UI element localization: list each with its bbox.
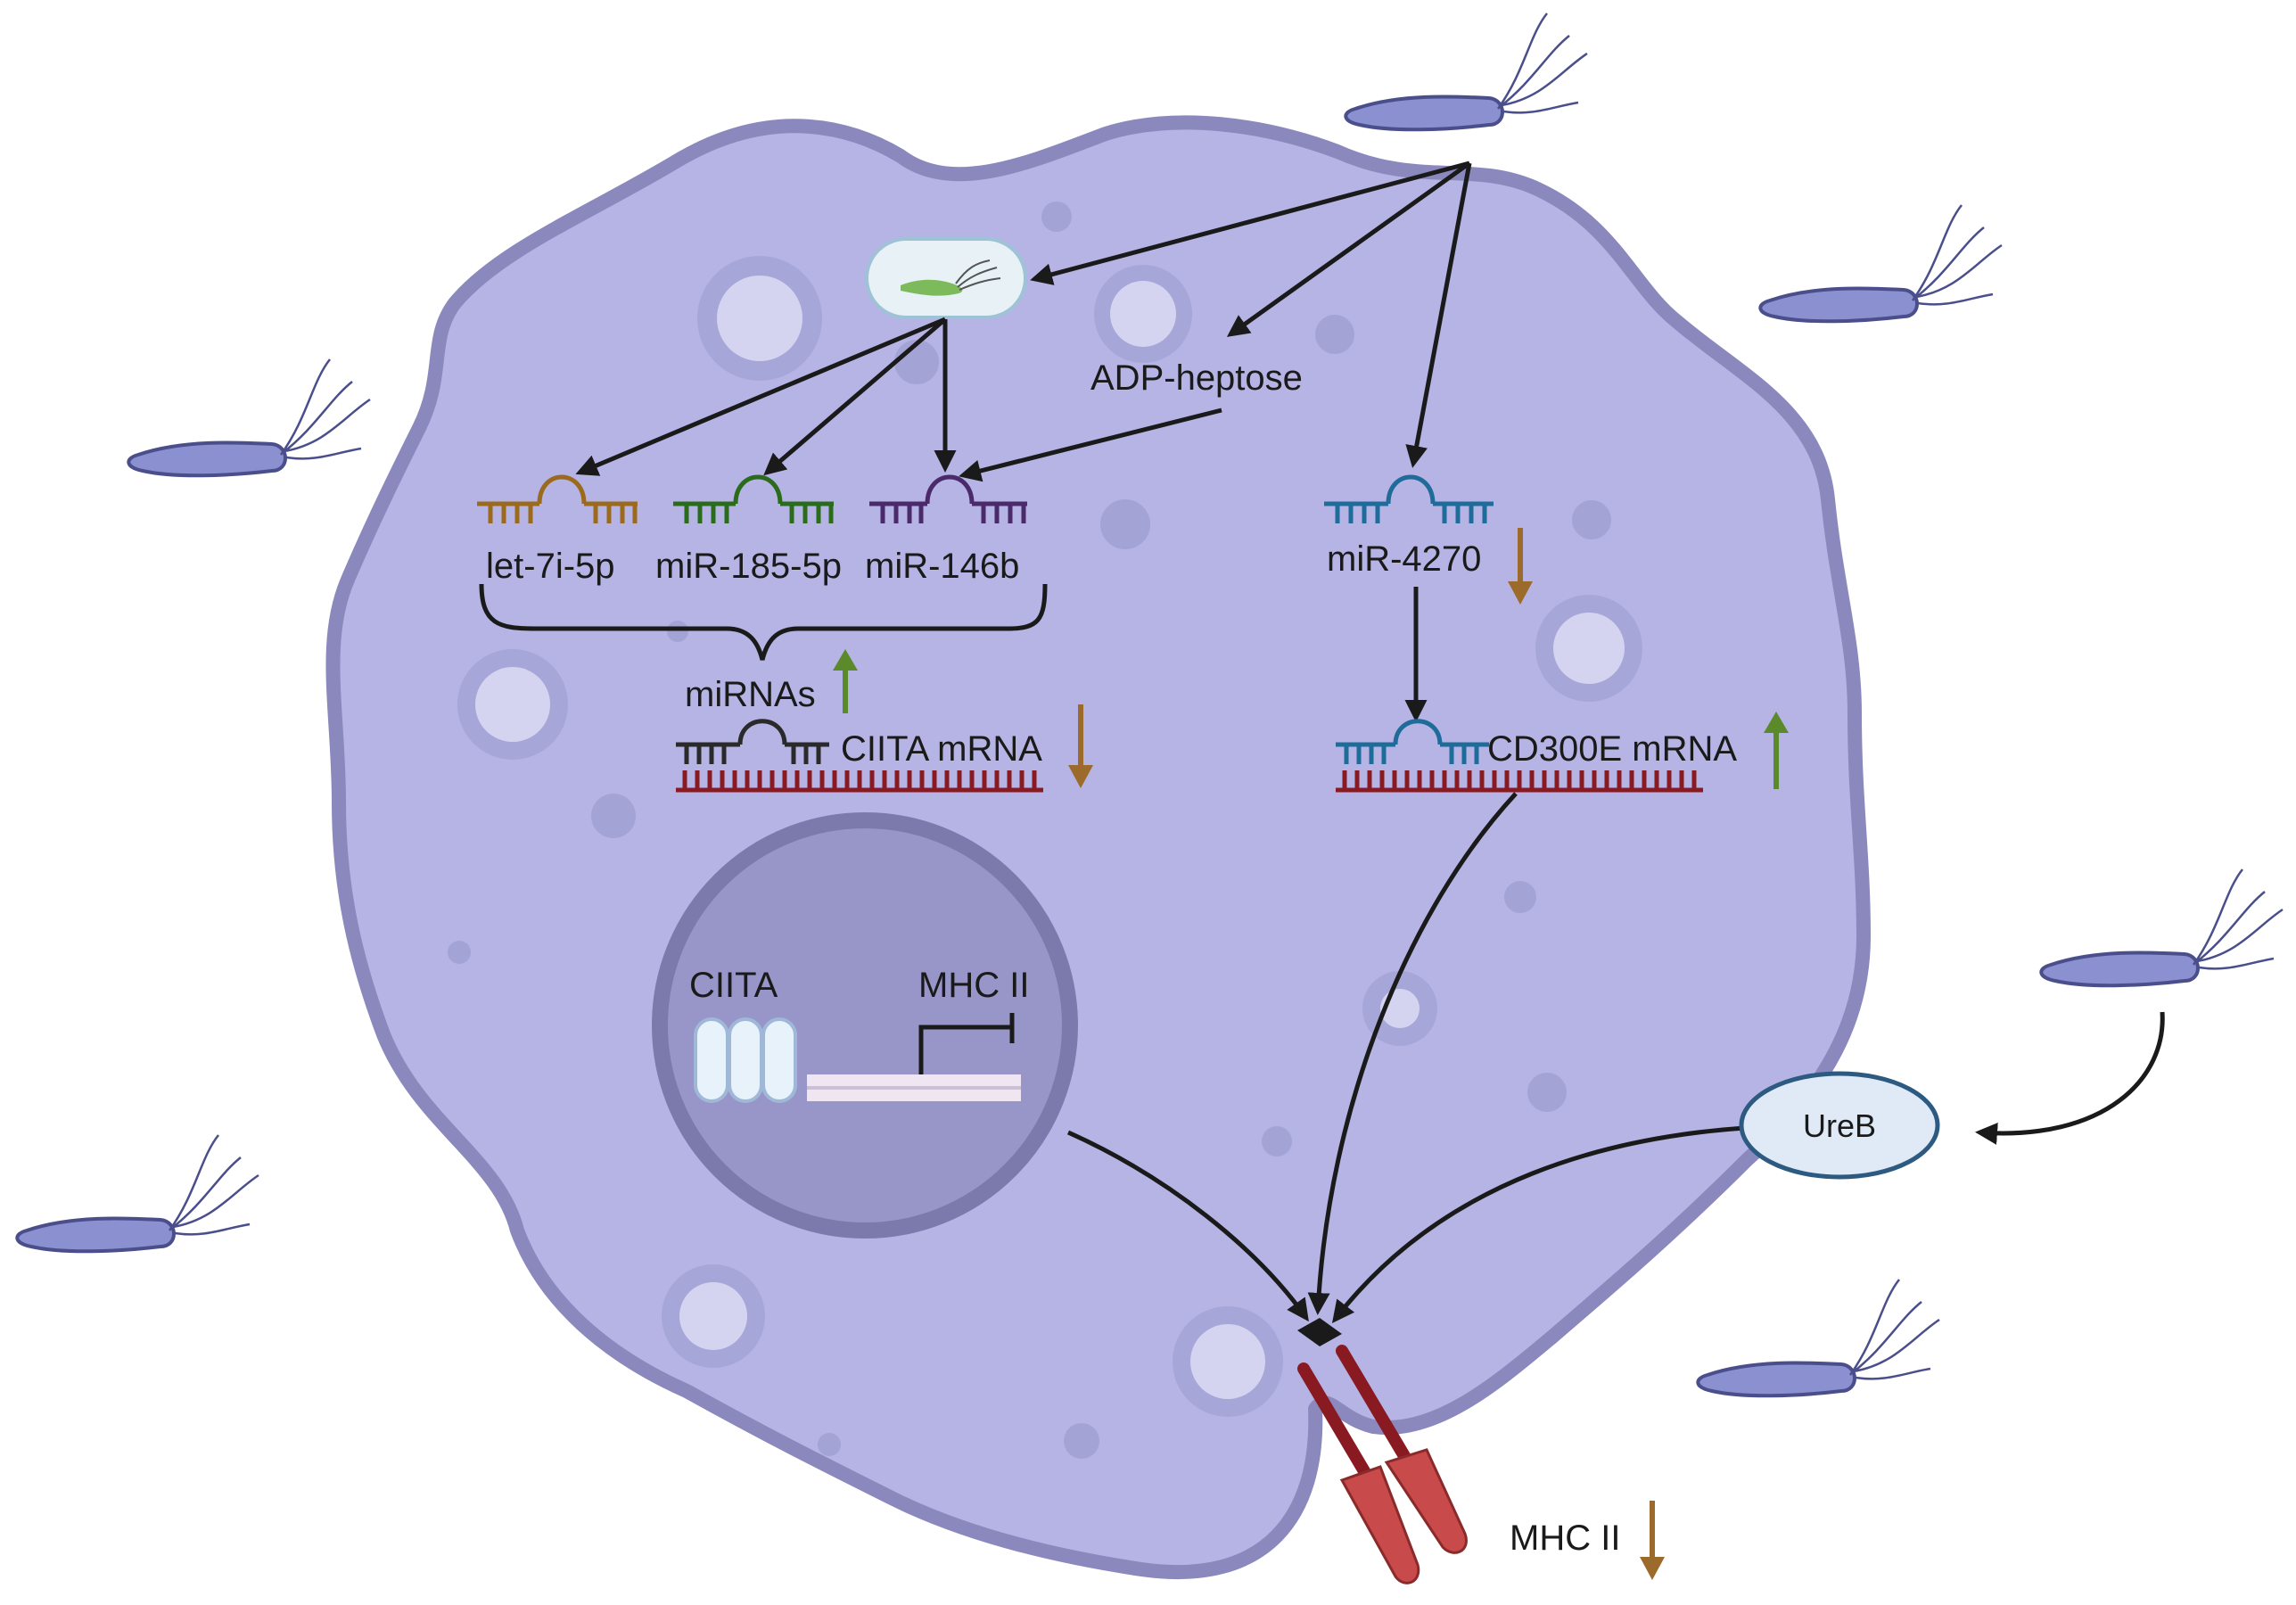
macrophage-cell [325, 115, 1871, 1580]
vacuoles [448, 202, 1642, 1459]
convergence-point [1297, 1318, 1342, 1346]
cd300e-mrna-icon [1336, 719, 1703, 793]
ureb-node [1739, 1071, 1940, 1180]
dna-gene-icon [694, 1013, 1021, 1103]
bacterium-icon [15, 12, 2284, 1398]
adp-heptose-label: ADP-heptose [1090, 358, 1303, 398]
mrna-icon [676, 719, 1043, 793]
down-arrow-icon [1068, 528, 1665, 1580]
mir-146b-label: miR-146b [865, 547, 1019, 586]
up-arrow-icon [833, 649, 1789, 789]
let-7i-5p-label: let-7i-5p [486, 547, 615, 586]
phagosome [865, 237, 1027, 319]
mirnas-label: miRNAs [685, 675, 816, 714]
ureb-label: UreB [1803, 1107, 1876, 1144]
pathway-arrows [575, 160, 2165, 1323]
mir-185-5p-label: miR-185-5p [655, 547, 842, 586]
ciita-mrna-label: CIITA mRNA [841, 729, 1042, 769]
mirna-icon [477, 474, 1494, 523]
nucleus [652, 812, 1078, 1239]
mhc-ii-gene-label: MHC II [918, 966, 1029, 1005]
mir-4270-label: miR-4270 [1327, 539, 1481, 579]
mhc-ii-receptor-icon [1297, 1345, 1468, 1584]
ciita-gene-label: CIITA [689, 966, 778, 1005]
cd300e-mrna-label: CD300E mRNA [1487, 729, 1737, 769]
mirna-group-brace [479, 583, 1048, 661]
mhc-ii-surface-label: MHC II [1510, 1519, 1620, 1558]
